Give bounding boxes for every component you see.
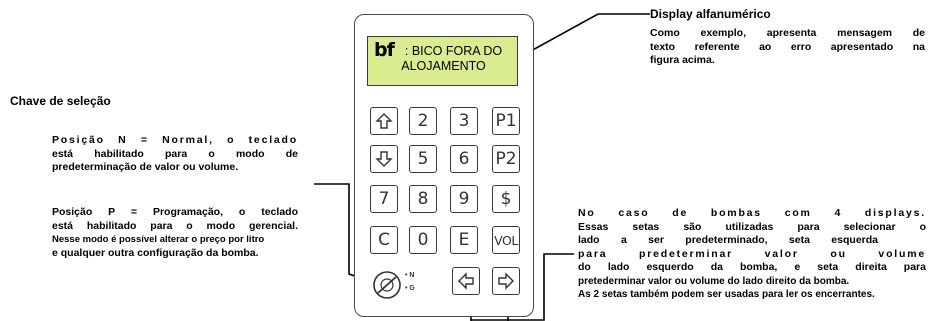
arrow-left-icon xyxy=(458,272,474,290)
pos-p-line: e qualquer outra configuração da bomba. xyxy=(52,246,259,259)
arrows-line: do lado esquerdo da bomba, e seta direit… xyxy=(578,261,926,273)
key-switch-icon xyxy=(373,271,401,299)
key-5[interactable]: 5 xyxy=(409,145,437,173)
arrow-up-icon xyxy=(375,113,393,129)
arrow-right-icon xyxy=(498,272,514,290)
pos-p-line: Nesse modo é possível alterar o preço po… xyxy=(52,234,265,245)
arrow-down-icon xyxy=(375,151,393,167)
position-n-annotation: Posição N = Normal, o teclado está habil… xyxy=(52,134,298,175)
key-9[interactable]: 9 xyxy=(450,185,478,213)
key-c[interactable]: C xyxy=(370,226,398,254)
key-p1[interactable]: P1 xyxy=(492,107,520,135)
left-arrow-key[interactable] xyxy=(452,267,480,295)
arrows-annotation: No caso de bombas com 4 displays. Essas … xyxy=(578,207,926,302)
arrows-line: para predeterminar valor ou volume xyxy=(578,247,926,260)
display-annotation-title: Display alfanumérico xyxy=(650,7,771,21)
display-line-1: : BICO FORA DO xyxy=(404,44,503,58)
display-message: : BICO FORA DO ALOJAMENTO xyxy=(368,44,519,74)
key-2[interactable]: 2 xyxy=(409,107,437,135)
arrows-line: lado a ser predeterminado, seta esquerda xyxy=(578,234,878,246)
key-3[interactable]: 3 xyxy=(450,107,478,135)
key-p2[interactable]: P2 xyxy=(492,145,520,173)
display-line-2: ALOJAMENTO xyxy=(401,59,486,73)
pos-n-line: Posição N = Normal, o teclado xyxy=(52,134,298,146)
pos-p-line: Posição P = Programação, o teclado xyxy=(52,206,298,218)
key-0[interactable]: 0 xyxy=(409,226,437,254)
position-n-text: N xyxy=(409,272,415,279)
display-desc-line: figura acima. xyxy=(650,54,715,66)
position-n-label: • N xyxy=(405,272,415,279)
down-arrow-key[interactable] xyxy=(370,145,398,173)
pos-n-line: está habilitado para o modo de xyxy=(52,147,298,160)
key-8[interactable]: 8 xyxy=(409,185,437,213)
switch-annotation-title: Chave de seleção xyxy=(10,94,111,108)
position-g-label: • G xyxy=(405,285,415,292)
position-p-annotation: Posição P = Programação, o teclado está … xyxy=(52,206,298,260)
position-g-text: G xyxy=(409,285,415,292)
arrows-line: pretederminar valor ou volume do lado di… xyxy=(578,275,850,287)
key-switch[interactable] xyxy=(372,270,402,300)
up-arrow-key[interactable] xyxy=(370,107,398,135)
key-6[interactable]: 6 xyxy=(450,145,478,173)
pos-p-line: está habilitado para o modo gerencial. xyxy=(52,219,298,232)
alphanumeric-display: bf : BICO FORA DO ALOJAMENTO xyxy=(367,36,518,86)
arrows-line: No caso de bombas com 4 displays. xyxy=(578,207,926,219)
key-dollar[interactable]: $ xyxy=(492,185,520,213)
display-annotation-text: Como exemplo, apresenta mensagem de text… xyxy=(650,27,925,68)
arrows-line: As 2 setas também podem ser usadas para … xyxy=(578,289,875,300)
key-vol[interactable]: VOL xyxy=(492,226,520,254)
arrows-line: Essas setas são utilizadas para selecion… xyxy=(578,220,926,233)
display-desc-line: Como exemplo, apresenta mensagem de xyxy=(650,27,925,39)
key-7[interactable]: 7 xyxy=(370,185,398,213)
pos-n-line: predeterminação de valor ou volume. xyxy=(52,161,239,173)
right-arrow-key[interactable] xyxy=(492,267,520,295)
key-e[interactable]: E xyxy=(450,226,478,254)
arrows-leader-line-3 xyxy=(471,253,574,321)
display-logo: bf xyxy=(374,39,395,61)
display-desc-line: texto referente ao erro apresentado na xyxy=(650,40,925,53)
